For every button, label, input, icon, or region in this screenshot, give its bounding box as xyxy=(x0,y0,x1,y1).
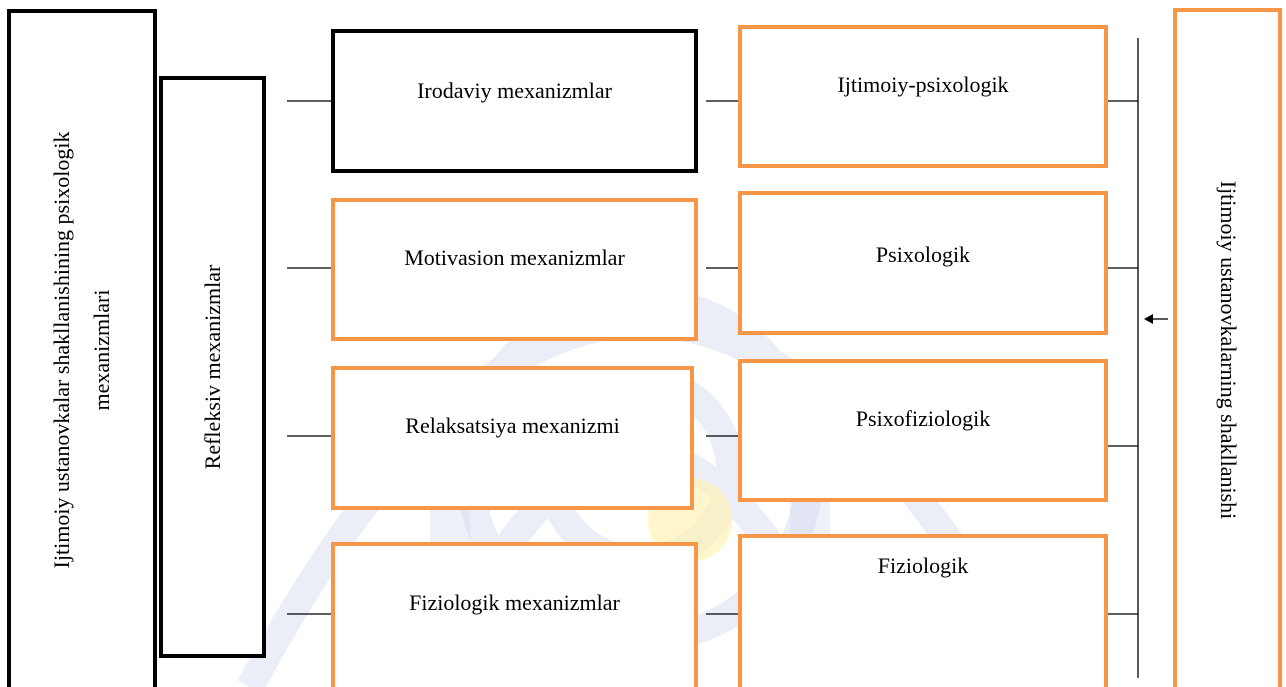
level-box-ijtimoiy-psixologik: Ijtimoiy-psixologik xyxy=(738,25,1108,168)
arrow-head-icon xyxy=(1144,314,1153,324)
main-mechanisms-box: Ijtimoiy ustanovkalar shakllanishining p… xyxy=(7,9,157,687)
mechanism-label-fiziologik: Fiziologik mexanizmlar xyxy=(409,590,620,615)
mechanism-box-fiziologik: Fiziologik mexanizmlar xyxy=(331,542,698,687)
mechanism-box-motivasion: Motivasion mexanizmlar xyxy=(331,198,698,341)
mechanism-label-irodaviy: Irodaviy mexanizmlar xyxy=(417,78,612,103)
level-label-psixologik: Psixologik xyxy=(875,242,971,267)
reflexive-mechanisms-box: Refleksiv mexanizmlar xyxy=(159,76,266,658)
level-label-psixofiziologik: Psixofiziologik xyxy=(855,406,991,431)
level-label-fiziologik: Fiziologik xyxy=(877,553,969,578)
level-box-fiziologik: Fiziologik xyxy=(738,534,1108,687)
result-box: Ijtimoiy ustanovkalarning shakllanishi xyxy=(1173,8,1282,687)
mechanism-label-relaksatsiya: Relaksatsiya mexanizmi xyxy=(405,413,620,438)
level-box-psixologik: Psixologik xyxy=(738,191,1108,335)
result-box-label: Ijtimoiy ustanovkalarning shakllanishi xyxy=(1215,180,1241,519)
mechanism-box-relaksatsiya: Relaksatsiya mexanizmi xyxy=(331,366,694,510)
level-box-psixofiziologik: Psixofiziologik xyxy=(738,359,1108,502)
mechanism-label-motivasion: Motivasion mexanizmlar xyxy=(404,245,625,270)
level-label-ijtimoiy-psixologik: Ijtimoiy-psixologik xyxy=(837,72,1009,97)
mechanism-box-irodaviy: Irodaviy mexanizmlar xyxy=(331,29,698,173)
